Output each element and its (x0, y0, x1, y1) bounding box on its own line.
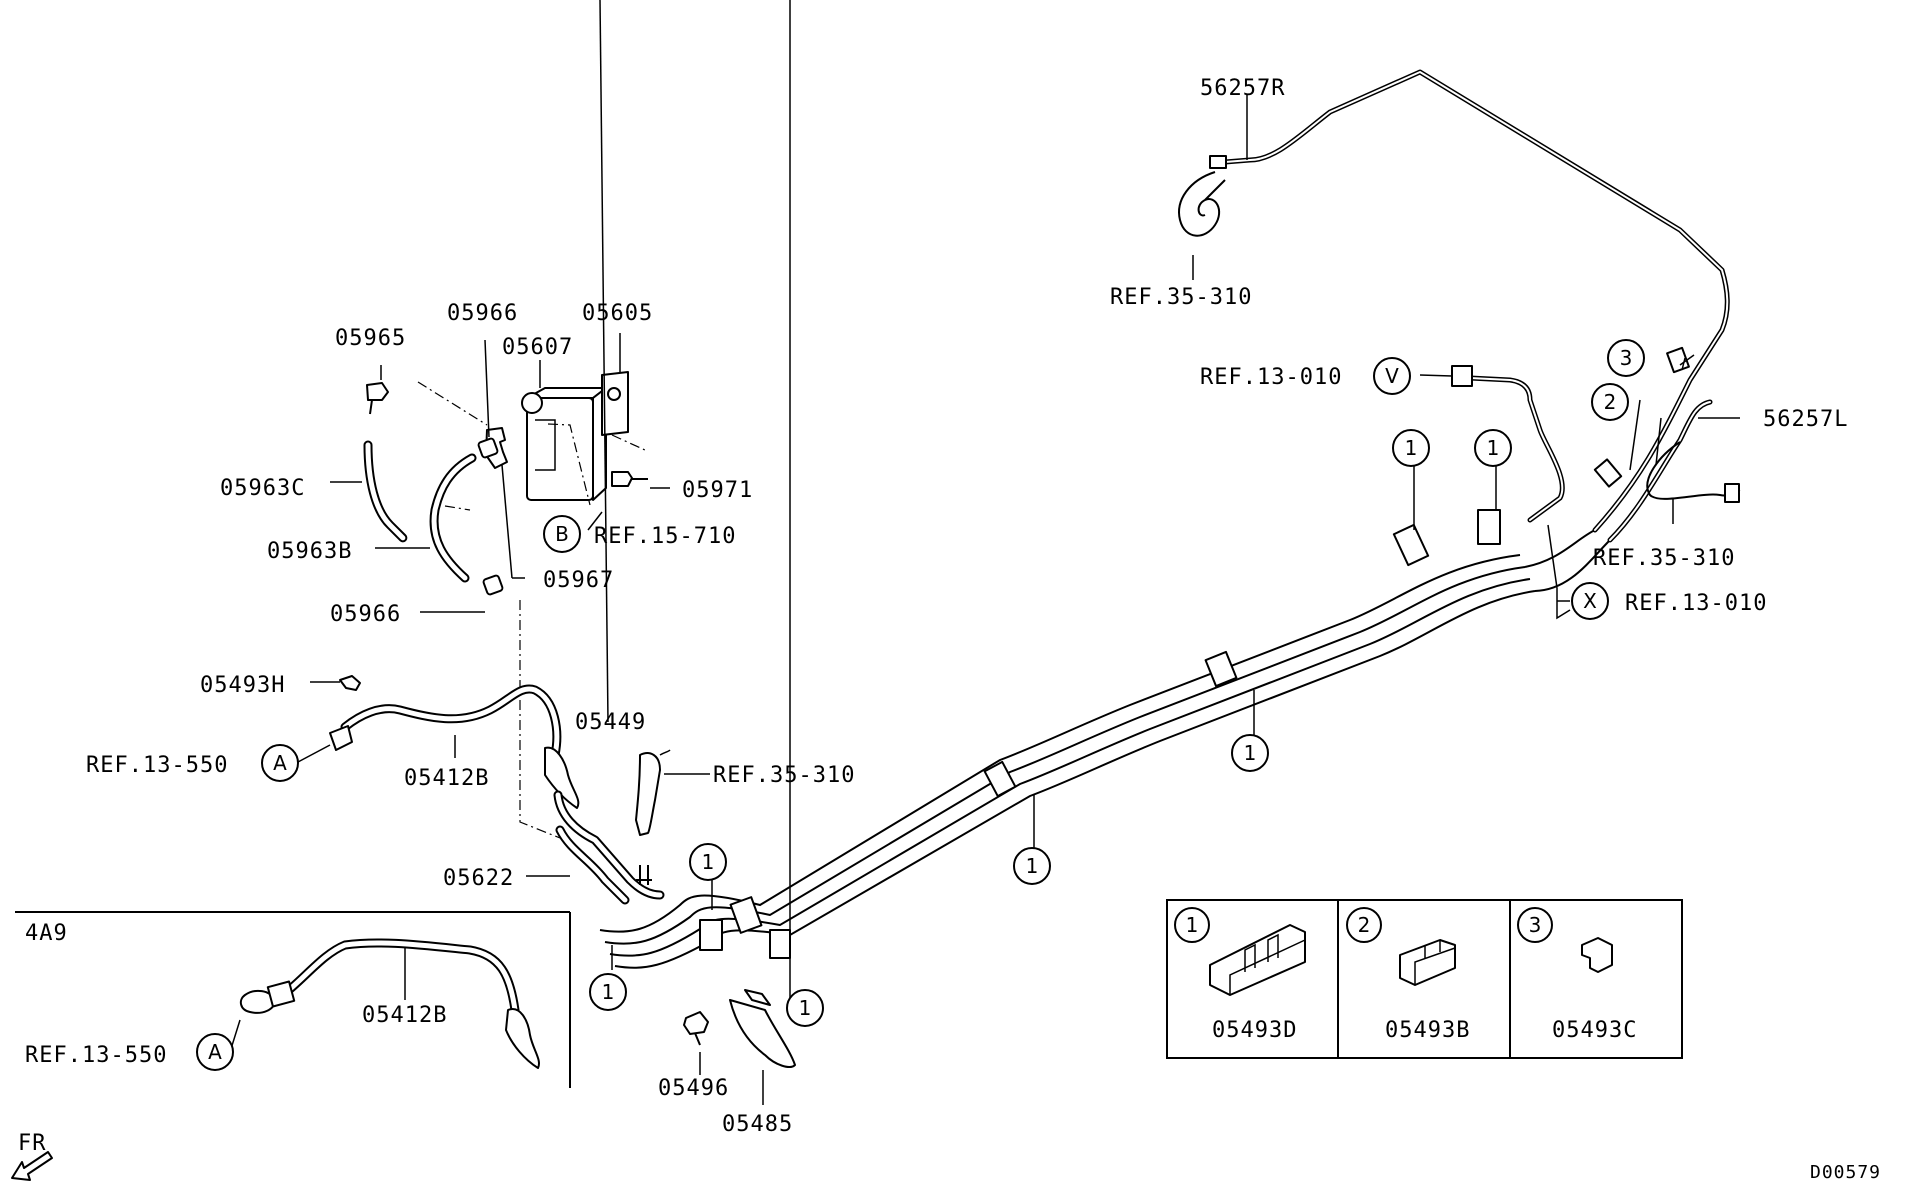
svg-text:2: 2 (1604, 390, 1617, 414)
svg-text:2: 2 (1358, 913, 1371, 937)
label-56257L: 56257L (1763, 407, 1848, 432)
legend-part-05493C: 05493C (1552, 1018, 1637, 1043)
leader-lines (229, 0, 1740, 1105)
clamp-callout: 2 (1591, 383, 1629, 421)
legend-part-05493B: 05493B (1385, 1018, 1470, 1043)
svg-text:1: 1 (1244, 741, 1257, 765)
connector-b: B (543, 515, 581, 553)
legend-cell-1: 1 05493D (1174, 907, 1306, 1043)
svg-text:1: 1 (702, 850, 715, 874)
connector-b-letter: B (555, 522, 569, 546)
label-05496: 05496 (658, 1076, 729, 1101)
direction-indicator: FR (11, 1131, 53, 1181)
connector-a-4a9-letter: A (208, 1040, 222, 1064)
clamp-callout: 1 (689, 843, 727, 881)
ref-15-710: REF.15-710 (594, 524, 736, 549)
connector-x: X (1571, 582, 1609, 620)
bracket-05605 (601, 371, 629, 436)
clamp-callout: 1 (1474, 429, 1512, 467)
direction-label: FR (18, 1131, 47, 1156)
bracket-05485 (729, 999, 796, 1068)
clamp-callout: 3 (1607, 339, 1645, 377)
variant-label: 4A9 (25, 921, 68, 946)
hose-05412B-main (329, 684, 580, 809)
label-05963C: 05963C (220, 476, 305, 501)
svg-text:1: 1 (1487, 436, 1500, 460)
canister-assembly (366, 371, 648, 596)
ref-13-010-x: REF.13-010 (1625, 591, 1767, 616)
label-56257R: 56257R (1200, 76, 1285, 101)
clamp-05966b (482, 574, 504, 596)
clamp-callout: 1 (786, 989, 824, 1027)
label-05965: 05965 (335, 326, 406, 351)
connector-a-main: A (261, 744, 299, 782)
label-05493H: 05493H (200, 673, 285, 698)
brake-hose-56257R (1209, 69, 1730, 533)
clamp-callout: 1 (1392, 429, 1430, 467)
svg-text:1: 1 (1405, 436, 1418, 460)
clamp-callout: 1 (1231, 734, 1269, 772)
diagram-code: D00579 (1810, 1162, 1881, 1183)
variant-4a9-inset: 4A9 (15, 911, 571, 1088)
label-05605: 05605 (582, 301, 653, 326)
bolt-05971 (611, 471, 633, 487)
label-05622: 05622 (443, 866, 514, 891)
hose-clip-top (1178, 171, 1226, 237)
clamp-05966a (477, 437, 499, 459)
label-05967: 05967 (543, 568, 614, 593)
connector-v-letter: V (1385, 364, 1399, 388)
front-arrow-icon (11, 1151, 53, 1181)
label-05963B: 05963B (267, 539, 352, 564)
clamps (699, 346, 1690, 959)
svg-text:1: 1 (1026, 854, 1039, 878)
ref-13-010-v: REF.13-010 (1200, 365, 1342, 390)
svg-text:1: 1 (1186, 913, 1199, 937)
legend-part-05493D: 05493D (1212, 1018, 1297, 1043)
canister-body (526, 397, 594, 501)
clamp-legend: 1 05493D 2 05493B 3 05493C (1166, 899, 1683, 1059)
tube-bundle (599, 529, 1611, 969)
ref-35-310-top: REF.35-310 (1110, 285, 1252, 310)
legend-cell-3: 3 05493C (1517, 907, 1637, 1043)
ref-13-550-4a9: REF.13-550 (25, 1043, 167, 1068)
ref-35-310-mid: REF.35-310 (713, 763, 855, 788)
connector-ref-35-310-mid (635, 752, 661, 836)
ref-35-310-right: REF.35-310 (1593, 546, 1735, 571)
label-05607: 05607 (502, 335, 573, 360)
svg-text:1: 1 (799, 996, 812, 1020)
connector-05965 (366, 382, 389, 401)
label-05966-bottom: 05966 (330, 602, 401, 627)
label-05449: 05449 (575, 710, 646, 735)
connector-v: V (1373, 357, 1411, 395)
connector-a-main-letter: A (273, 751, 287, 775)
clip-05493H (339, 675, 361, 691)
label-05971: 05971 (682, 478, 753, 503)
connector-a-4a9: A (196, 1033, 234, 1071)
clamp-callout: 1 (589, 973, 627, 1011)
svg-text:3: 3 (1620, 346, 1633, 370)
svg-text:3: 3 (1529, 913, 1542, 937)
legend-cell-2: 2 05493B (1346, 907, 1470, 1043)
ref-13-550-main: REF.13-550 (86, 753, 228, 778)
label-05412B-4a9: 05412B (362, 1003, 447, 1028)
clamp-callout: 1 (1013, 847, 1051, 885)
brake-hose-56257L (1607, 399, 1741, 543)
label-05966-top: 05966 (447, 301, 518, 326)
label-05485: 05485 (722, 1112, 793, 1137)
connector-x-letter: X (1583, 589, 1597, 613)
label-05412B-main: 05412B (404, 766, 489, 791)
bolt-05496 (683, 1011, 709, 1035)
svg-text:1: 1 (602, 980, 615, 1004)
